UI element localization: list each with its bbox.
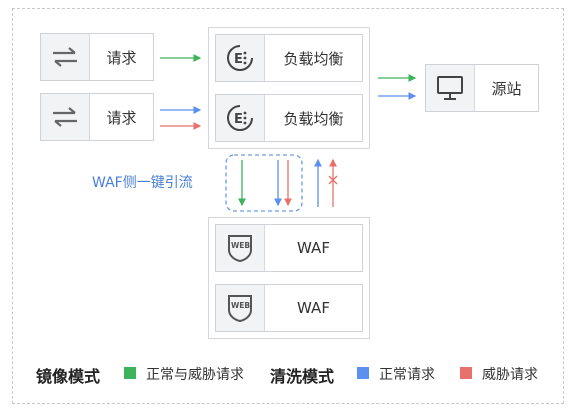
legend-normal-desc: 正常请求 <box>379 367 435 383</box>
load-balancer-box-2: E 负载均衡 <box>215 94 363 142</box>
load-balancer-label: 负载均衡 <box>283 49 344 68</box>
diagram-frame <box>12 8 564 404</box>
waf-label: WAF <box>297 299 330 317</box>
swap-arrows-icon <box>41 94 90 140</box>
legend-clean-mode: 清洗模式 <box>270 367 335 386</box>
request-box-1: 请求 <box>40 33 154 81</box>
load-balancer-label: 负载均衡 <box>283 109 344 128</box>
waf-diversion-label: WAF侧一键引流 <box>92 175 193 191</box>
waf-label: WAF <box>297 239 330 257</box>
legend-swatch-green <box>124 367 136 379</box>
legend-mirror-desc: 正常与威胁请求 <box>146 367 244 383</box>
monitor-icon <box>426 65 475 111</box>
web-shield-icon: WEB <box>216 225 265 271</box>
waf-box-2: WEB WAF <box>215 284 363 332</box>
origin-label: 源站 <box>491 79 522 98</box>
svg-text:E: E <box>234 52 243 67</box>
legend: 镜像模式 正常与威胁请求 清洗模式 正常请求 威胁请求 <box>0 360 576 386</box>
request-label: 请求 <box>106 48 137 67</box>
svg-text:WEB: WEB <box>231 301 250 310</box>
request-box-2: 请求 <box>40 93 154 141</box>
origin-box: 源站 <box>425 64 539 112</box>
load-balancer-icon: E <box>216 95 265 141</box>
waf-box-1: WEB WAF <box>215 224 363 272</box>
svg-text:WEB: WEB <box>231 241 250 250</box>
request-label: 请求 <box>106 108 137 127</box>
web-shield-icon: WEB <box>216 285 265 331</box>
svg-text:E: E <box>234 112 243 127</box>
load-balancer-icon: E <box>216 35 265 81</box>
diversion-dashed-box <box>225 154 303 212</box>
legend-swatch-blue <box>357 367 369 379</box>
load-balancer-box-1: E 负载均衡 <box>215 34 363 82</box>
legend-threat-desc: 威胁请求 <box>482 367 538 383</box>
legend-swatch-red <box>460 367 472 379</box>
blocked-cross-icon <box>328 175 338 185</box>
swap-arrows-icon <box>41 34 90 80</box>
legend-mirror-mode: 镜像模式 <box>36 367 101 386</box>
